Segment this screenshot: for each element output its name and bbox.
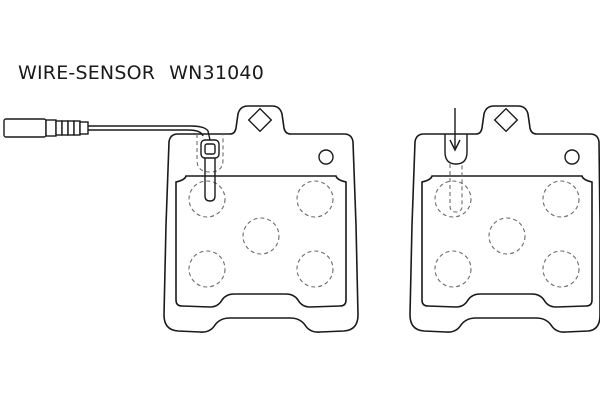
- connector-sleeve: [45, 119, 57, 137]
- diagram-title: WIRE-SENSOR WN31040: [18, 62, 264, 84]
- right-round-hole: [564, 149, 580, 165]
- left-hidden-circle-tl: [188, 180, 226, 218]
- right-brake-pad: [409, 105, 600, 333]
- connector-sleeve-ring-1: [55, 120, 63, 136]
- left-brake-pad: [88, 105, 359, 333]
- left-sensor-probe: [204, 156, 216, 202]
- left-hidden-circle-tr: [296, 180, 334, 218]
- right-hidden-circle-tl: [434, 180, 472, 218]
- connector-sleeve-ring-4: [73, 120, 81, 136]
- right-sensor-slot: [444, 134, 468, 165]
- sensor-type-label: WIRE-SENSOR: [18, 62, 156, 84]
- left-sensor-clip-inner: [204, 143, 216, 155]
- left-diamond-hole: [247, 107, 273, 133]
- part-code-label: WN31040: [169, 62, 264, 84]
- sensor-connector: [3, 118, 89, 138]
- left-sensor-wire: [88, 125, 211, 141]
- left-sensor-wire-inner: [88, 129, 204, 137]
- connector-sleeve-ring-3: [67, 120, 75, 136]
- left-backing-plate: [163, 105, 359, 333]
- left-hidden-circle-bl: [188, 250, 226, 288]
- right-hidden-circle-br: [542, 250, 580, 288]
- left-friction-material: [175, 175, 347, 308]
- connector-sleeve-ring-2: [61, 120, 69, 136]
- left-hidden-circle-br: [296, 250, 334, 288]
- left-sensor-clip: [200, 139, 220, 159]
- connector-sleeve-end: [79, 121, 89, 135]
- right-hidden-circle-center: [488, 217, 526, 255]
- right-backing-plate: [409, 105, 600, 333]
- connector-plug: [3, 118, 47, 138]
- right-sensor-slot-hidden: [449, 164, 463, 213]
- right-hidden-circle-tr: [542, 180, 580, 218]
- right-hidden-circle-bl: [434, 250, 472, 288]
- left-round-hole: [318, 149, 334, 165]
- left-sensor-pocket: [196, 134, 224, 173]
- right-diamond-hole: [493, 107, 519, 133]
- arrow-down-head: [449, 139, 461, 152]
- right-friction-material: [421, 175, 593, 308]
- left-hidden-circle-center: [242, 217, 280, 255]
